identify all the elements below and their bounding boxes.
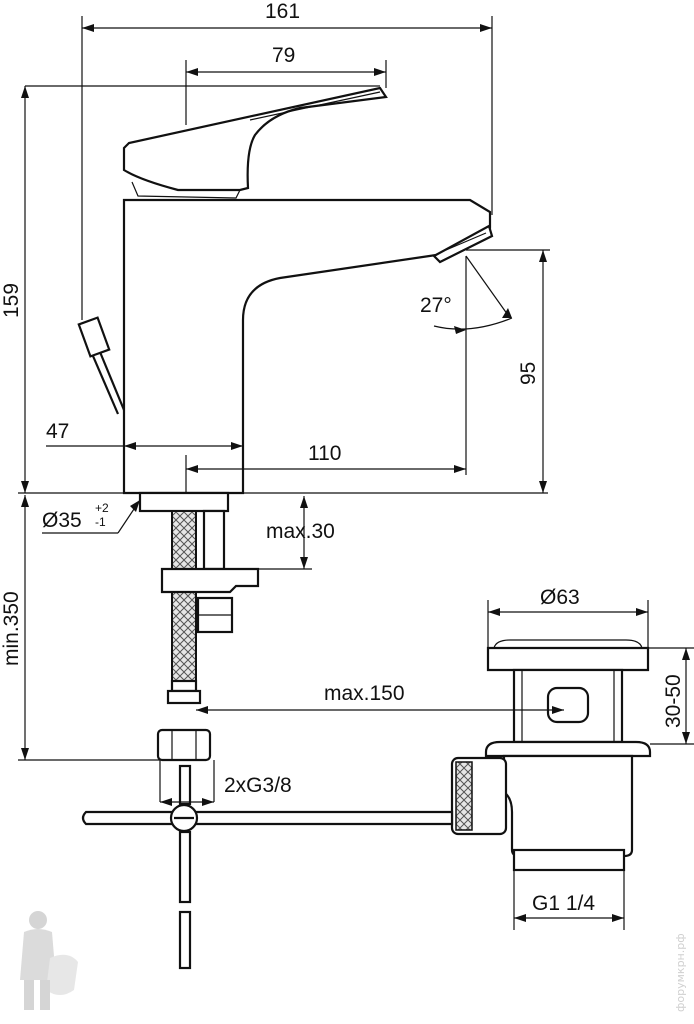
dim-max-rod: max.150 <box>324 682 405 705</box>
dim-base-diameter: Ø35 <box>42 509 82 532</box>
dim-tolerance-plus: +2 <box>95 501 109 515</box>
dim-max-deck: max.30 <box>266 520 335 543</box>
dim-waste-height: 30-50 <box>662 674 685 728</box>
plumber-logo <box>20 911 78 1010</box>
faucet-body <box>122 198 494 495</box>
dim-projection: 110 <box>308 442 341 465</box>
dim-angle: 27° <box>420 294 452 317</box>
flexible-hose <box>166 510 202 705</box>
dimension-lines <box>18 16 694 930</box>
dim-handle-length: 79 <box>272 44 295 67</box>
dim-axis-offset: 47 <box>46 420 69 443</box>
lift-rod <box>77 316 126 415</box>
arrowheads <box>21 24 690 922</box>
hose-nut <box>156 728 212 762</box>
dim-waste-thread: G1 1/4 <box>532 892 595 915</box>
mounting-stud <box>160 509 260 634</box>
waste-rod <box>81 764 454 970</box>
dim-width-total: 161 <box>265 0 300 23</box>
dim-min-hose: min.350 <box>0 591 23 666</box>
dim-waste-diameter: Ø63 <box>540 586 580 609</box>
dim-hose-thread: 2xG3/8 <box>224 774 292 797</box>
dim-spout-height: 95 <box>517 362 540 385</box>
watermark-text: форумкрн.рф <box>674 933 687 1012</box>
dim-height-total: 159 <box>0 283 23 318</box>
faucet-handle <box>122 86 388 199</box>
dim-tolerance-minus: -1 <box>95 515 106 529</box>
waste-fitting <box>450 639 652 872</box>
base-flange <box>138 491 230 513</box>
